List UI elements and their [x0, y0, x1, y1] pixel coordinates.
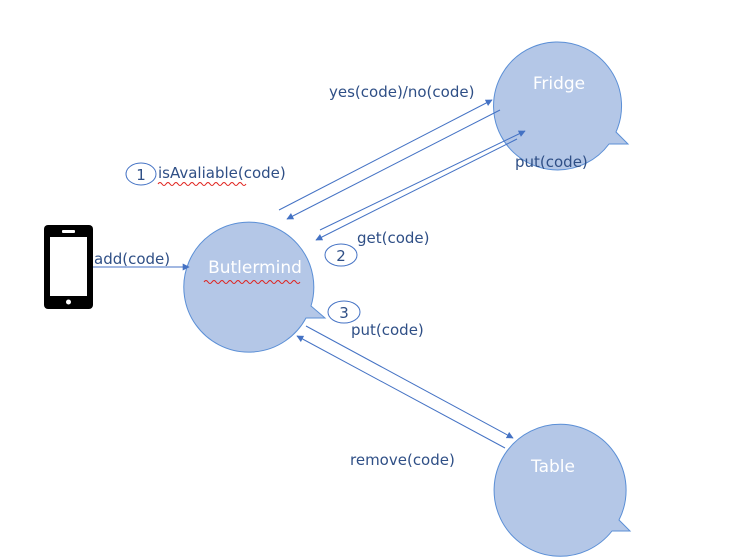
- fridge-node[interactable]: Fridge: [493, 41, 630, 171]
- is-available-label: isAvaliable(code): [158, 164, 286, 182]
- table-label: Table: [530, 457, 575, 477]
- get-label: get(code): [357, 229, 430, 247]
- step-2-label: 2: [336, 247, 346, 265]
- butlermind-label: Butlermind: [208, 258, 302, 278]
- is-available-arrow: [278, 99, 493, 211]
- butlermind-node[interactable]: Butlermind: [183, 221, 327, 353]
- step-3-marker: 3: [327, 300, 361, 324]
- step-2-marker: 2: [324, 243, 358, 267]
- add-label: add(code): [94, 250, 170, 268]
- put-fridge-label: put(code): [515, 153, 588, 171]
- step-1-marker: 1: [125, 162, 157, 186]
- put-table-label: put(code): [351, 321, 424, 339]
- get-arrow: [315, 138, 518, 241]
- spellcheck-underline: [203, 280, 301, 284]
- is-available-spellcheck: [157, 182, 247, 186]
- yes-no-arrow: [286, 109, 501, 220]
- remove-arrow: [296, 335, 506, 449]
- put-table-arrow: [305, 325, 514, 439]
- yes-no-label: yes(code)/no(code): [329, 83, 474, 101]
- step-3-label: 3: [339, 304, 349, 322]
- smartphone-icon[interactable]: [44, 225, 93, 309]
- remove-label: remove(code): [350, 451, 455, 469]
- step-1-label: 1: [136, 166, 146, 184]
- fridge-label: Fridge: [533, 74, 585, 94]
- put-fridge-arrow: [319, 130, 526, 231]
- table-node[interactable]: Table: [493, 423, 632, 557]
